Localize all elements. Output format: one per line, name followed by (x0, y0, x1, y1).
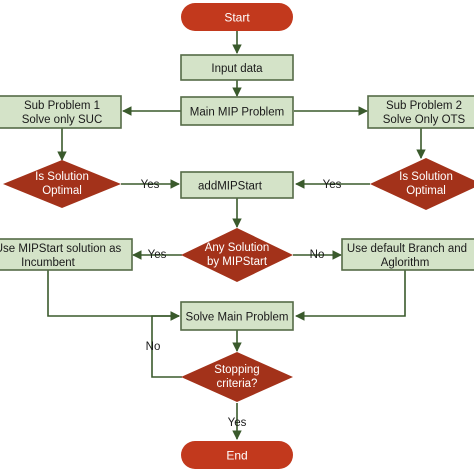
sub-problem-1-line1: Sub Problem 1 (24, 100, 100, 112)
use-mipstart-line1: Use MIPStart solution as (0, 243, 122, 255)
edge-label-yes-any: Yes (148, 249, 167, 261)
is-optimal-left-decision: Is Solution Optimal (3, 160, 121, 208)
edge-label-no-any: No (310, 249, 325, 261)
stopping-line2: criteria? (217, 378, 258, 390)
input-data-box: Input data (180, 54, 294, 81)
main-mip-label: Main MIP Problem (190, 107, 284, 119)
use-mipstart-line2: Incumbent (21, 257, 76, 269)
is-optimal-right-line1: Is Solution (399, 171, 453, 183)
sub-problem-1-line2: Solve only SUC (22, 114, 103, 126)
end-terminal: End (181, 441, 293, 469)
stopping-line1: Stopping (214, 364, 259, 376)
add-mip-start-box: addMIPStart (180, 171, 294, 199)
any-solution-line2: by MIPStart (207, 256, 268, 268)
use-default-line2: Aglorithm (381, 257, 430, 269)
solve-main-label: Solve Main Problem (186, 312, 289, 324)
edge-label-yes-stop: Yes (228, 417, 247, 429)
edge-labels: Yes Yes Yes No No Yes (141, 179, 342, 429)
edge-label-no-stop: No (146, 341, 161, 353)
use-mipstart-box: Use MIPStart solution as Incumbent (0, 238, 133, 271)
start-label: Start (224, 11, 250, 25)
sub-problem-2-line1: Sub Problem 2 (386, 100, 462, 112)
sub-problem-2-line2: Solve Only OTS (383, 114, 466, 126)
end-label: End (226, 449, 247, 463)
main-mip-box: Main MIP Problem (180, 96, 294, 126)
is-optimal-left-line1: Is Solution (35, 171, 89, 183)
any-solution-line1: Any Solution (205, 242, 270, 254)
stopping-decision: Stopping criteria? (181, 352, 293, 402)
sub-problem-1-box: Sub Problem 1 Solve only SUC (0, 95, 122, 129)
is-optimal-left-line2: Optimal (42, 185, 82, 197)
edge-stopping-no-loop (151, 311, 182, 378)
input-data-label: Input data (211, 63, 263, 75)
edge-default-solve (295, 270, 406, 321)
edge-usemip-solve (47, 270, 180, 321)
any-solution-decision: Any Solution by MIPStart (181, 228, 293, 282)
edge-label-yes-left: Yes (141, 179, 160, 191)
start-terminal: Start (181, 3, 293, 31)
connectors (47, 31, 426, 440)
use-default-line1: Use default Branch and (347, 243, 467, 255)
use-default-box: Use default Branch and Aglorithm (341, 238, 474, 271)
is-optimal-right-decision: Is Solution Optimal (370, 158, 474, 210)
edge-label-yes-right: Yes (323, 179, 342, 191)
add-mip-start-label: addMIPStart (198, 181, 263, 193)
solve-main-box: Solve Main Problem (180, 301, 294, 331)
sub-problem-2-box: Sub Problem 2 Solve Only OTS (367, 95, 474, 129)
is-optimal-right-line2: Optimal (406, 185, 446, 197)
